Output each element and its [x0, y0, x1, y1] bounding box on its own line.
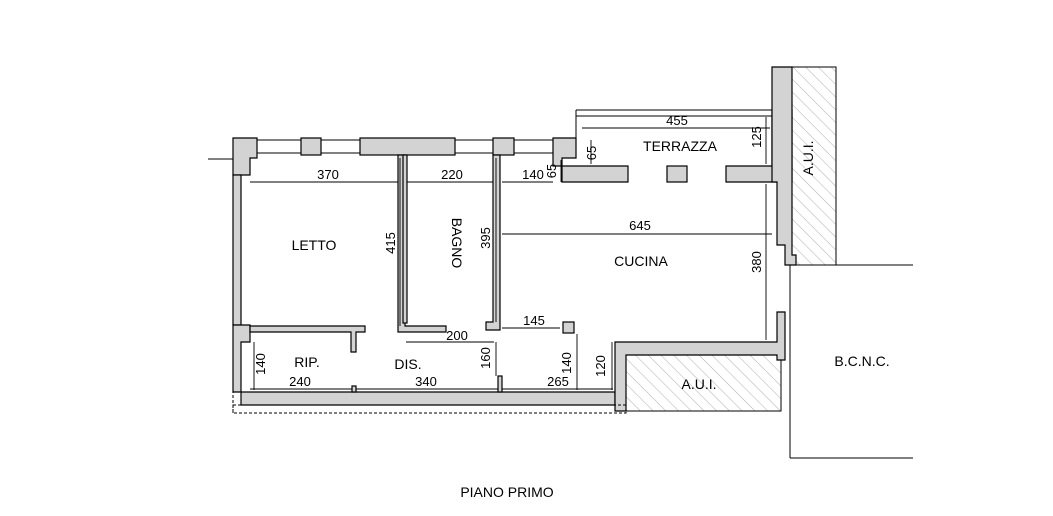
dim-bagno-395: 395 — [478, 227, 493, 249]
bcnc-boundary — [789, 264, 913, 459]
dim-dis-160: 160 — [478, 347, 493, 369]
dim-terr-455: 455 — [666, 113, 688, 128]
dim-dis-145: 145 — [523, 313, 545, 328]
dimension-lines — [250, 117, 772, 390]
room-label-bcnc: B.C.N.C. — [834, 353, 889, 369]
room-label-letto: LETTO — [292, 237, 337, 253]
room-label-bagno: BAGNO — [449, 218, 465, 269]
dim-bagno-width: 220 — [441, 167, 463, 182]
dim-cucina-380: 380 — [749, 251, 764, 273]
dim-dis-340: 340 — [415, 374, 437, 389]
dim-corr-140: 140 — [522, 167, 544, 182]
room-label-cucina: CUCINA — [614, 253, 668, 269]
dim-terr-125: 125 — [749, 126, 764, 148]
external-dashed-lines — [208, 158, 627, 414]
room-label-terrazza: TERRAZZA — [643, 138, 718, 154]
dim-rip-140: 140 — [253, 353, 268, 375]
dim-letto-415: 415 — [383, 232, 398, 254]
room-label-dis: DIS. — [394, 356, 421, 372]
dim-dis-200: 200 — [446, 328, 468, 343]
room-label-aui-right: A.U.I. — [800, 140, 816, 175]
plan-title: PIANO PRIMO — [460, 484, 553, 500]
dim-cuc-265: 265 — [547, 374, 569, 389]
dim-letto-width: 370 — [317, 167, 339, 182]
room-label-aui-bottom: A.U.I. — [681, 376, 716, 392]
windows — [257, 109, 772, 154]
dim-terr-65b: 65 — [584, 146, 599, 160]
dim-rip-240: 240 — [289, 374, 311, 389]
dim-cucina-645: 645 — [629, 218, 651, 233]
dim-terr-65a: 65 — [544, 164, 559, 178]
room-label-rip: RIP. — [294, 354, 319, 370]
dim-cuc-120: 120 — [593, 355, 608, 377]
dim-cuc-140: 140 — [559, 352, 574, 374]
